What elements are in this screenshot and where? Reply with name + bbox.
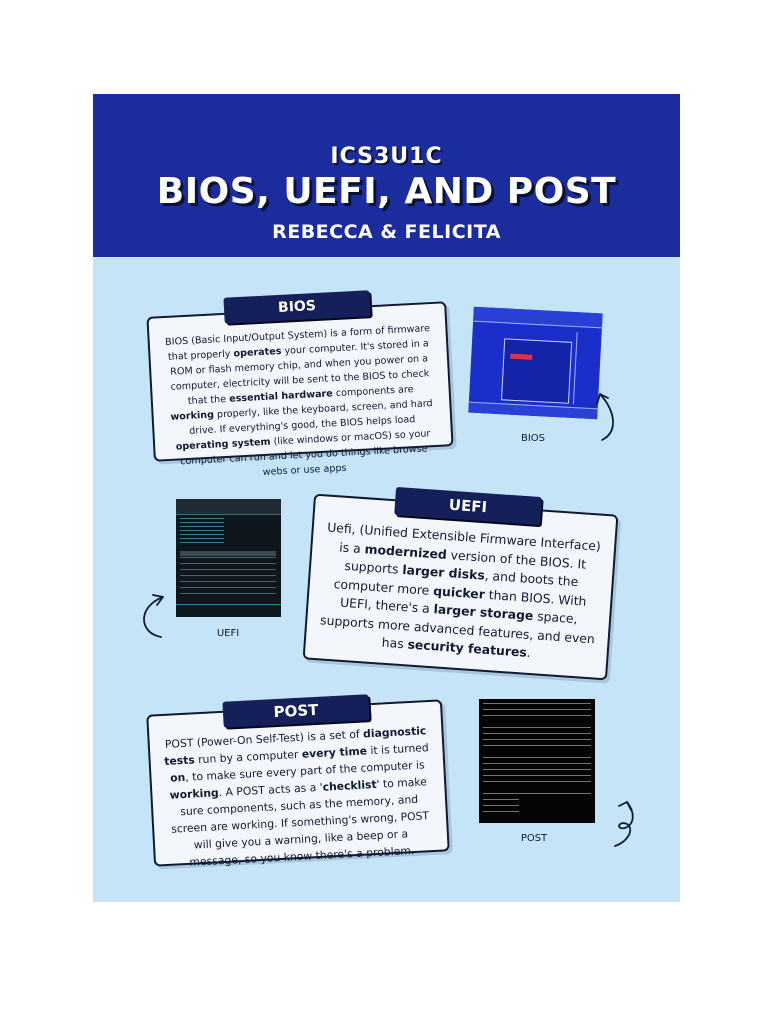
bios-screenshot — [468, 306, 603, 420]
header-banner: ICS3U1C BIOS, UEFI, AND POST REBECCA & F… — [93, 94, 680, 257]
uefi-caption: UEFI — [216, 628, 240, 639]
loop-arrow-icon — [614, 801, 634, 847]
emphasis-text: larger disks — [401, 561, 486, 583]
emphasis-text: larger storage — [433, 601, 534, 624]
post-description: POST (Power-On Self-Test) is a set of di… — [163, 724, 430, 869]
emphasis-text: operating system — [175, 436, 271, 453]
poster: ICS3U1C BIOS, UEFI, AND POST REBECCA & F… — [93, 94, 680, 902]
curved-arrow-icon — [143, 594, 164, 638]
uefi-description: Uefi, (Unified Extensible Firmware Inter… — [319, 519, 602, 661]
emphasis-text: operates — [233, 345, 282, 360]
course-code: ICS3U1C — [330, 144, 443, 169]
emphasis-text: modernized — [364, 540, 448, 562]
emphasis-text: quicker — [432, 582, 486, 602]
emphasis-text: diagnostic tests — [163, 724, 427, 768]
bios-description: BIOS (Basic Input/Output System) is a fo… — [164, 323, 433, 479]
poster-title: BIOS, UEFI, AND POST — [156, 171, 617, 212]
bios-caption: BIOS — [520, 433, 546, 444]
uefi-screenshot — [176, 499, 281, 617]
authors: REBECCA & FELICITA — [272, 221, 501, 243]
bios-card: BIOS (Basic Input/Output System) is a fo… — [146, 301, 454, 478]
post-card: POST (Power-On Self-Test) is a set of di… — [146, 699, 450, 869]
emphasis-text: every time — [301, 744, 368, 761]
uefi-card: Uefi, (Unified Extensible Firmware Inter… — [302, 493, 619, 681]
emphasis-text: essential hardware — [228, 388, 334, 405]
emphasis-text: checklist — [322, 777, 377, 794]
emphasis-text: working — [170, 409, 215, 423]
emphasis-text: security features — [407, 636, 528, 660]
curved-arrow-icon — [596, 393, 614, 441]
emphasis-text: working — [169, 786, 220, 802]
emphasis-text: on — [169, 770, 186, 785]
post-caption: POST — [520, 833, 548, 844]
post-screenshot — [479, 699, 595, 823]
